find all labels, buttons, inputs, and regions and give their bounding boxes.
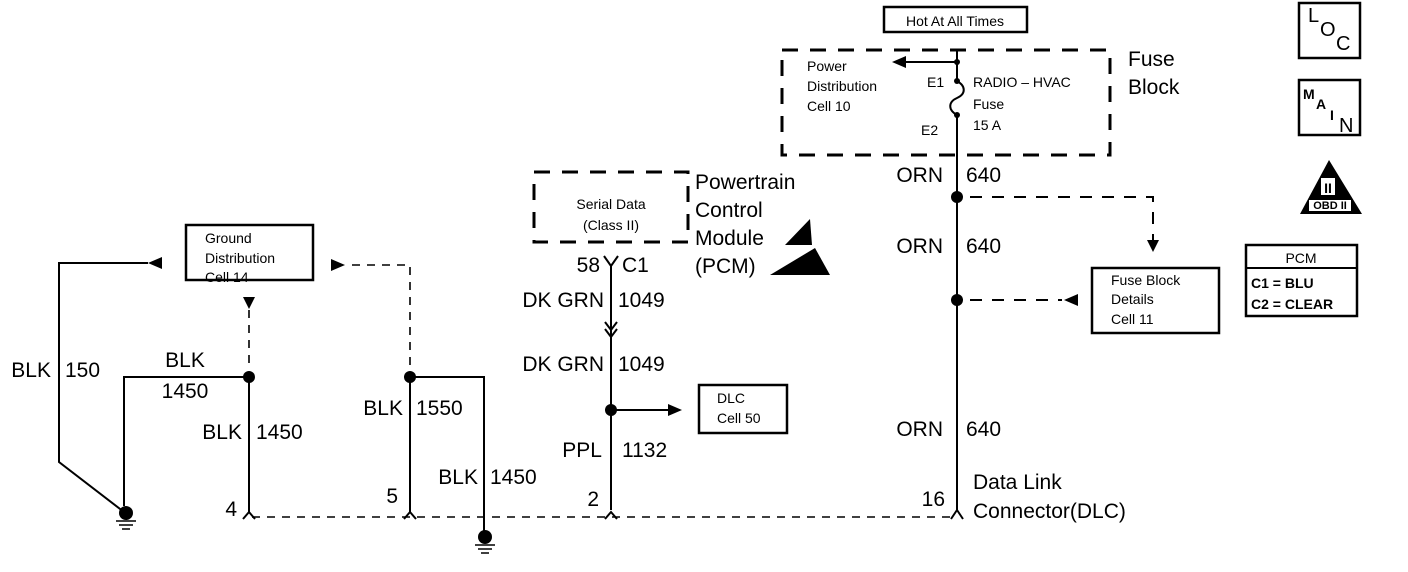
fuse-name-1: RADIO – HVAC	[973, 74, 1071, 90]
fuse-block-boundary	[780, 48, 1112, 157]
fuse-symbol-icon	[949, 80, 965, 116]
svg-text:OBD II: OBD II	[1313, 200, 1347, 212]
svg-text:C: C	[1336, 33, 1350, 55]
wire-circuit-640-1: 640	[966, 164, 1001, 187]
wire-color-blk-150: BLK	[11, 359, 51, 382]
main-icon[interactable]: M A I N	[1297, 78, 1362, 137]
fuse-details-text-3: Cell 11	[1111, 311, 1154, 327]
hot-at-all-times-label: Hot At All Times	[882, 5, 1029, 34]
esd-warning-icon	[770, 219, 830, 275]
fuse-block-details-reference[interactable]: **** Fuse Block Details Cell 11	[1090, 266, 1221, 335]
dlc-pin-4: 4	[225, 498, 237, 521]
dlc-cell-text-1: DLC	[717, 390, 745, 406]
ground-dist-text-1: Ground	[205, 230, 252, 246]
arrow-left-icon	[1064, 294, 1078, 306]
wire-circuit-1049-1: 1049	[618, 289, 665, 312]
arrow-right-icon	[331, 259, 345, 271]
wire-color-blk-1450-right: BLK	[438, 466, 478, 489]
serial-data-text-2: (Class II)	[583, 217, 639, 233]
dlc-pin-2: 2	[587, 488, 599, 511]
pcm-connector-c1: C1	[622, 254, 649, 277]
pcm-name-1: Powertrain	[695, 171, 795, 194]
ground-dist-text-3: Cell 14	[205, 269, 249, 285]
wire-color-orn-2: ORN	[896, 235, 943, 258]
wire-color-blk-1450-pin4: BLK	[202, 421, 242, 444]
pcm-name-3: Module	[695, 227, 764, 250]
dlc-pin-16-terminal	[950, 508, 964, 520]
pcm-legend-c2: C2 = CLEAR	[1251, 296, 1333, 312]
fuse-details-text-1: Fuse Block	[1111, 272, 1181, 288]
wire-color-blk-1550: BLK	[363, 397, 403, 420]
svg-text:A: A	[1316, 96, 1326, 112]
ground-distribution-reference[interactable]: Ground Distribution Cell 14	[184, 223, 315, 285]
wire-color-blk-1450-top: BLK	[165, 349, 205, 372]
obd-ii-icon[interactable]: II OBD II	[1300, 160, 1362, 214]
wire-blk-1450-ground-2	[410, 376, 485, 532]
dlc-pin-5: 5	[386, 485, 398, 508]
arrow-down-icon	[243, 297, 255, 309]
svg-text:N: N	[1339, 115, 1353, 137]
dlc-cell-text-2: Cell 50	[717, 410, 761, 426]
fuse-rating: 15 A	[973, 117, 1002, 133]
terminal-e2: E2	[921, 122, 938, 138]
pcm-pin-58: 58	[577, 254, 600, 277]
dlc-cell-50-reference[interactable]: DLC Cell 50	[697, 383, 789, 435]
wire-circuit-1049-2: 1049	[618, 353, 665, 376]
arrow-down-icon	[1147, 240, 1159, 252]
ground-icon	[116, 506, 136, 530]
pcm-name-2: Control	[695, 199, 763, 222]
hot-label-text: Hot At All Times	[906, 13, 1004, 29]
connector-c1-symbol	[603, 255, 619, 268]
pcm-legend-c1: C1 = BLU	[1251, 275, 1314, 291]
pcm-connector-legend: PCM C1 = BLU C2 = CLEAR	[1244, 243, 1359, 318]
power-distribution-text-1: Power	[807, 58, 847, 74]
power-distribution-text-2: Distribution	[807, 78, 877, 94]
wire-circuit-1132: 1132	[622, 439, 667, 462]
fuse-block-label-1: Fuse	[1128, 48, 1175, 71]
terminal-e1: E1	[927, 74, 944, 90]
dlc-pin-5-terminal	[403, 510, 417, 520]
svg-text:II: II	[1324, 180, 1332, 196]
wire-circuit-150: 150	[65, 359, 100, 382]
wire-circuit-1450-top: 1450	[162, 380, 209, 403]
arrow-right-icon	[668, 404, 682, 416]
arrow-left-icon	[892, 56, 906, 68]
serial-data-text-1: Serial Data	[576, 196, 645, 212]
ground-dist-text-2: Distribution	[205, 250, 275, 266]
wire-blk-150	[58, 262, 148, 513]
wire-circuit-1450-right: 1450	[490, 466, 537, 489]
dlc-pin-4-terminal	[242, 510, 256, 520]
loc-icon[interactable]: L O C	[1297, 1, 1362, 60]
fuse-block-label-2: Block	[1128, 76, 1180, 99]
wire-blk-1450-ground	[123, 376, 249, 506]
wire-circuit-1550: 1550	[416, 397, 463, 420]
svg-text:I: I	[1330, 107, 1334, 123]
pcm-legend-title: PCM	[1285, 250, 1316, 266]
wire-color-orn-3: ORN	[896, 418, 943, 441]
fuse-details-text-2: Details	[1111, 291, 1154, 307]
arrow-left-icon	[148, 257, 162, 269]
wire-color-orn-1: ORN	[896, 164, 943, 187]
wire-circuit-640-3: 640	[966, 418, 1001, 441]
svg-text:M: M	[1303, 86, 1315, 102]
svg-text:O: O	[1320, 19, 1336, 41]
pcm-name-4: (PCM)	[695, 255, 756, 278]
inline-connector-symbol	[604, 321, 618, 339]
dlc-pin-2-terminal	[604, 510, 618, 520]
wire-color-ppl: PPL	[562, 439, 602, 462]
dlc-pin-16: 16	[922, 488, 945, 511]
wire-circuit-640-2: 640	[966, 235, 1001, 258]
ground-icon	[475, 530, 495, 554]
fuse-name-2: Fuse	[973, 96, 1004, 112]
svg-text:L: L	[1308, 5, 1319, 27]
power-distribution-text-3: Cell 10	[807, 98, 851, 114]
wire-color-dkgrn-1: DK GRN	[522, 289, 604, 312]
wire-circuit-1450-pin4: 1450	[256, 421, 303, 444]
wire-color-dkgrn-2: DK GRN	[522, 353, 604, 376]
dlc-name-1: Data Link	[973, 471, 1062, 494]
dlc-name-2: Connector(DLC)	[973, 500, 1126, 523]
